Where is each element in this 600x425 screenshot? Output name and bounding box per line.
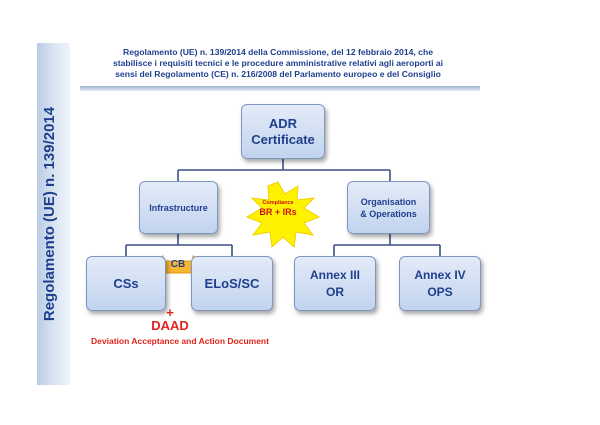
infrastructure-label: Infrastructure [149, 202, 208, 213]
sidebar-band [37, 43, 70, 385]
box-organisation: Organisation & Operations [347, 181, 430, 234]
header-line-1: Regolamento (UE) n. 139/2014 della Commi… [123, 47, 433, 57]
compliance-big-label: BR + IRs [259, 207, 297, 217]
root-box-adr-certificate: ADR Certificate [241, 104, 325, 159]
box-annex-iv: Annex IV OPS [399, 256, 481, 311]
compliance-burst-shape [245, 181, 321, 249]
annex3-label: Annex III OR [309, 267, 360, 299]
css-label: CSs [113, 276, 139, 291]
root-label: ADR Certificate [251, 115, 315, 147]
header-line-2: stabilisce i requisiti tecnici e le proc… [112, 58, 444, 68]
elos-label: ELoS/SC [204, 276, 260, 291]
box-infrastructure: Infrastructure [139, 181, 218, 234]
compliance-text: Compliance BR + IRs [238, 200, 318, 217]
annex4-label: Annex IV OPS [414, 267, 466, 299]
organisation-label: Organisation & Operations [360, 196, 417, 219]
header-rule [80, 86, 480, 91]
compliance-small-label: Compliance [262, 200, 294, 206]
plus-sign: + [166, 305, 174, 320]
header-line-3: sensi del Regolamento (CE) n. 216/2008 d… [115, 69, 441, 79]
box-css: CSs [86, 256, 166, 311]
daad-description: Deviation Acceptance and Action Document [91, 336, 269, 346]
daad-label: DAAD [151, 318, 189, 333]
cb-label: CB [170, 259, 186, 270]
header-text: Regolamento (UE) n. 139/2014 della Commi… [88, 47, 468, 80]
box-annex-iii: Annex III OR [294, 256, 376, 311]
box-elos-sc: ELoS/SC [191, 256, 273, 311]
